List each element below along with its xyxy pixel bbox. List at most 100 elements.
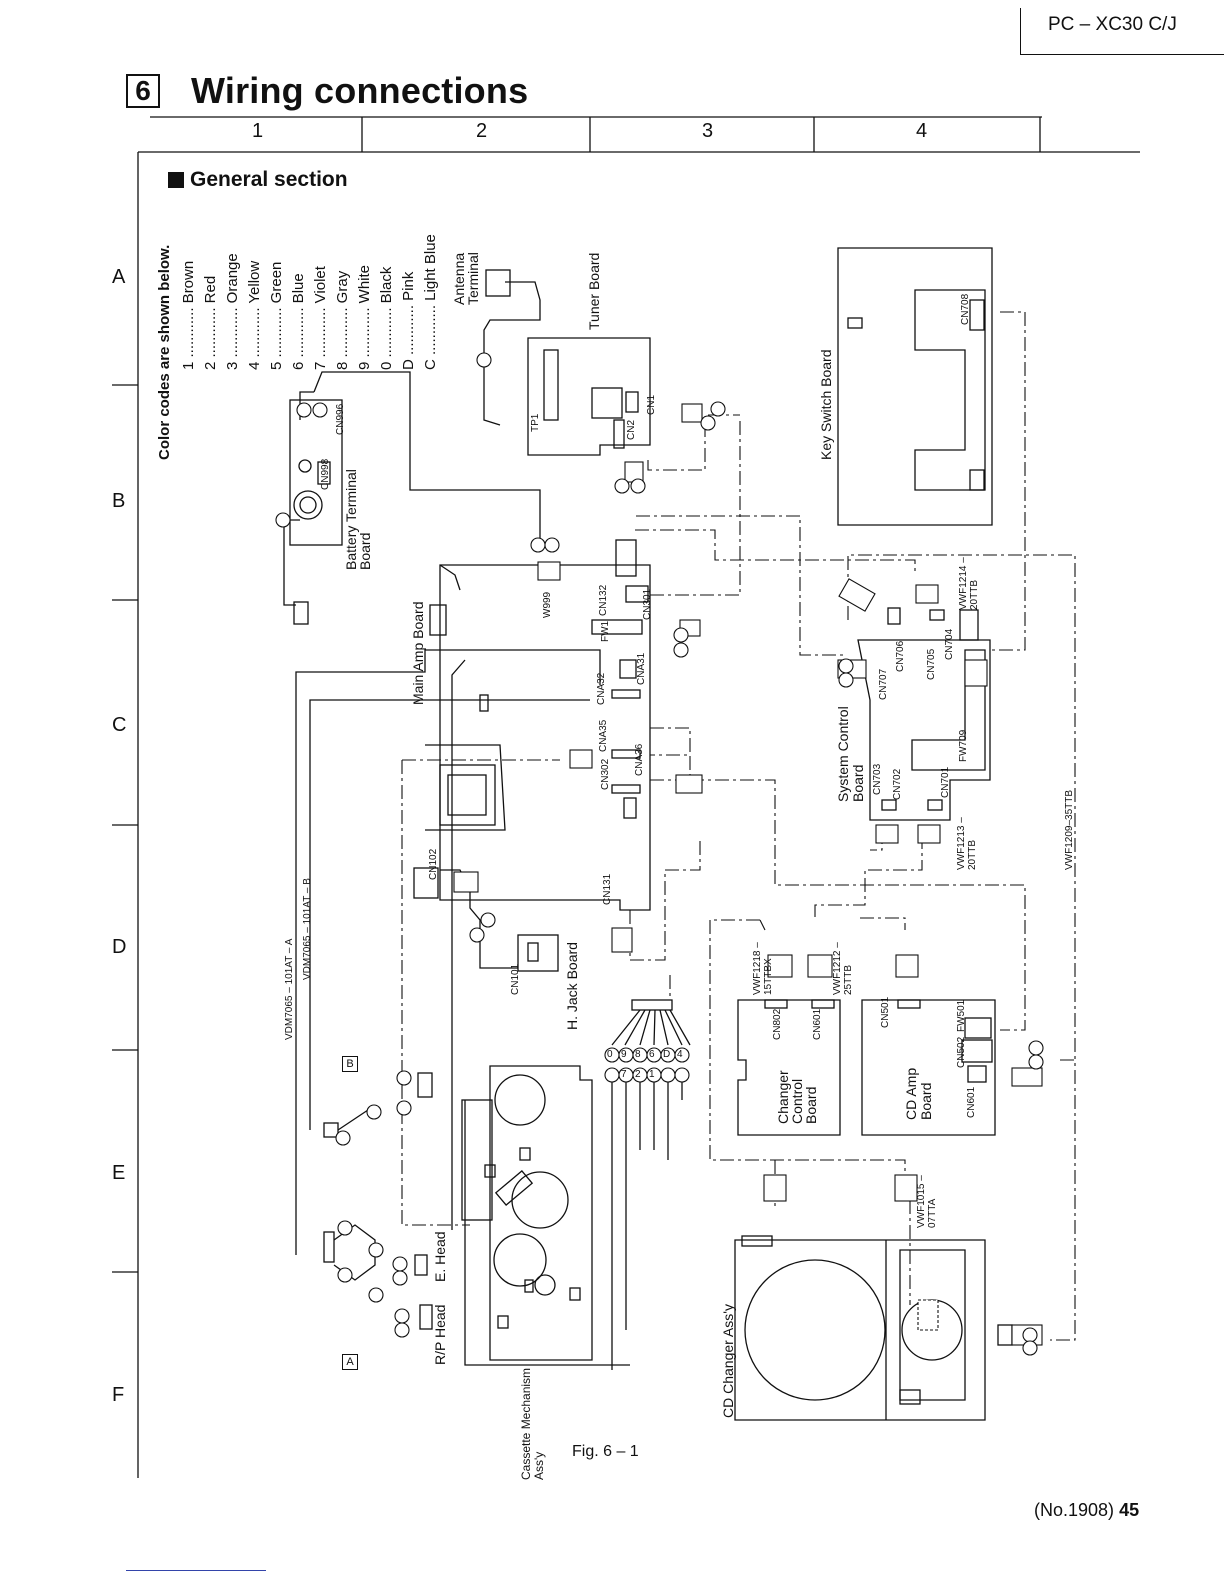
connector-label: CN702	[892, 768, 903, 800]
connector-label: CN501	[880, 996, 891, 1028]
harness-code: 9	[621, 1049, 627, 1060]
cassette-mechanism	[489, 1065, 593, 1361]
legend-item: 0 ............ Black	[378, 266, 395, 370]
row-label-e: E	[112, 1162, 126, 1184]
connector-label: CN502	[956, 1036, 967, 1068]
row-label-d: D	[112, 936, 127, 958]
marker-box-a: A	[342, 1354, 358, 1370]
tuner-board	[527, 337, 651, 456]
legend-item: 9 ............ White	[356, 264, 373, 370]
connector-label: CN704	[944, 628, 955, 660]
connector-label: CN601	[966, 1086, 977, 1118]
legend-item: D ............ Pink	[400, 271, 417, 370]
legend-item: 6 ............ Blue	[290, 273, 307, 370]
connector-label: CN1	[646, 394, 657, 415]
connector-label: CN708	[960, 293, 971, 325]
row-label-b: B	[112, 490, 126, 512]
battery-terminal-board	[289, 399, 343, 546]
connector-label: FW501	[956, 999, 967, 1032]
connector-label: CN302	[600, 758, 611, 790]
connector-label: W999	[542, 591, 553, 618]
connector-label: CN703	[872, 763, 883, 795]
row-label-a: A	[112, 266, 126, 288]
legend-item: C ............ Light Blue	[422, 234, 439, 370]
section-number: 6	[126, 74, 160, 108]
legend-item: 4 ............ Yellow	[246, 260, 263, 370]
cd-amp-board	[861, 999, 996, 1136]
cd-changer-label: CD Changer Ass'y	[720, 1304, 736, 1418]
connector-label: CN998	[320, 458, 331, 490]
harness-code: 8	[635, 1049, 641, 1060]
harness-code: 7	[621, 1069, 627, 1080]
legend-item: 2 ............ Red	[202, 275, 219, 370]
connector-label: CN802	[772, 1008, 783, 1040]
header-box	[1020, 8, 1224, 55]
connector-label: CN706	[895, 640, 906, 672]
connector-label: CN132	[598, 584, 609, 616]
rp-head-label: R/P Head	[432, 1304, 448, 1365]
model-number: PC – XC30 C/J	[1048, 14, 1177, 35]
harness-code: 6	[649, 1049, 655, 1060]
harness-code: 1	[649, 1069, 655, 1080]
harness-code: D	[663, 1049, 671, 1060]
wire-label: VDM7065 – 101AT – B	[302, 878, 313, 980]
battery-terminal-board-label: Battery Terminal Board	[343, 469, 373, 570]
antenna-terminal-label: Antenna Terminal	[451, 252, 481, 305]
h-jack-board-label: H. Jack Board	[564, 942, 580, 1030]
wire-label: VWF1209–35TTB	[1064, 789, 1075, 870]
connector-label: CNA36	[634, 743, 645, 776]
column-label-4: 4	[916, 120, 928, 142]
h-jack-board	[517, 934, 559, 972]
legend-item: 1 ............ Brown	[180, 260, 197, 370]
connector-label: FW1	[600, 620, 611, 642]
footer-rule	[126, 1570, 266, 1571]
figure-caption: Fig. 6 – 1	[572, 1443, 639, 1460]
key-switch-board	[837, 247, 993, 526]
wire-label: VDM7065 – 101AT – A	[284, 938, 295, 1040]
legend-heading: Color codes are shown below.	[156, 244, 173, 460]
rp-head-block	[323, 1231, 335, 1263]
connector-label: CN101	[510, 963, 521, 995]
system-control-board	[857, 639, 991, 821]
page-number: 45	[1119, 1500, 1140, 1520]
connector-label: TP1	[530, 413, 541, 432]
legend-item: 5 ............ Green	[268, 261, 285, 370]
connector-label: CN102	[428, 848, 439, 880]
legend-item: 7 ............ Violet	[312, 266, 329, 370]
changer-control-board	[737, 999, 841, 1136]
connector-label: CNA31	[636, 652, 647, 685]
wire-label: VWF1214 –20TTB	[958, 557, 980, 610]
legend-item: 8 ............ Gray	[334, 270, 351, 370]
row-label-f: F	[112, 1384, 125, 1406]
connector-label: CNA32	[596, 672, 607, 705]
cd-amp-board-label: CD Amp Board	[903, 1067, 934, 1120]
e-head-label: E. Head	[432, 1231, 448, 1282]
wire-label: VWF1218 –15TTBX	[752, 942, 774, 995]
column-label-1: 1	[252, 120, 264, 142]
connector-label: CN2	[626, 419, 637, 440]
connector-label: CNA35	[598, 719, 609, 752]
general-section-heading: General section	[168, 168, 348, 192]
legend-item: 3 ............ Orange	[224, 253, 241, 370]
column-label-2: 2	[476, 120, 488, 142]
main-amp-board-label: Main Amp Board	[410, 601, 426, 706]
wire-label: VWF1015 –07TTA	[916, 1175, 938, 1228]
cd-changer-assy	[734, 1239, 986, 1421]
harness-code: 4	[677, 1049, 683, 1060]
connector-label: FW709	[958, 729, 969, 762]
connector-label: CN601	[812, 1008, 823, 1040]
square-bullet-icon	[168, 172, 184, 188]
marker-box-b: B	[342, 1056, 358, 1072]
page-title: Wiring connections	[191, 70, 529, 111]
main-amp-board	[439, 564, 651, 911]
system-control-board-label: System Control Board	[835, 706, 866, 802]
connector-label: CN705	[926, 648, 937, 680]
general-section-label: General section	[190, 168, 348, 191]
key-switch-board-label: Key Switch Board	[818, 349, 834, 461]
column-label-3: 3	[702, 120, 714, 142]
connector-label: CN131	[602, 873, 613, 905]
wire-label: VWF1213 –20TTB	[956, 817, 978, 870]
doc-number: (No.1908)	[1034, 1500, 1115, 1520]
harness-code: 2	[635, 1069, 641, 1080]
